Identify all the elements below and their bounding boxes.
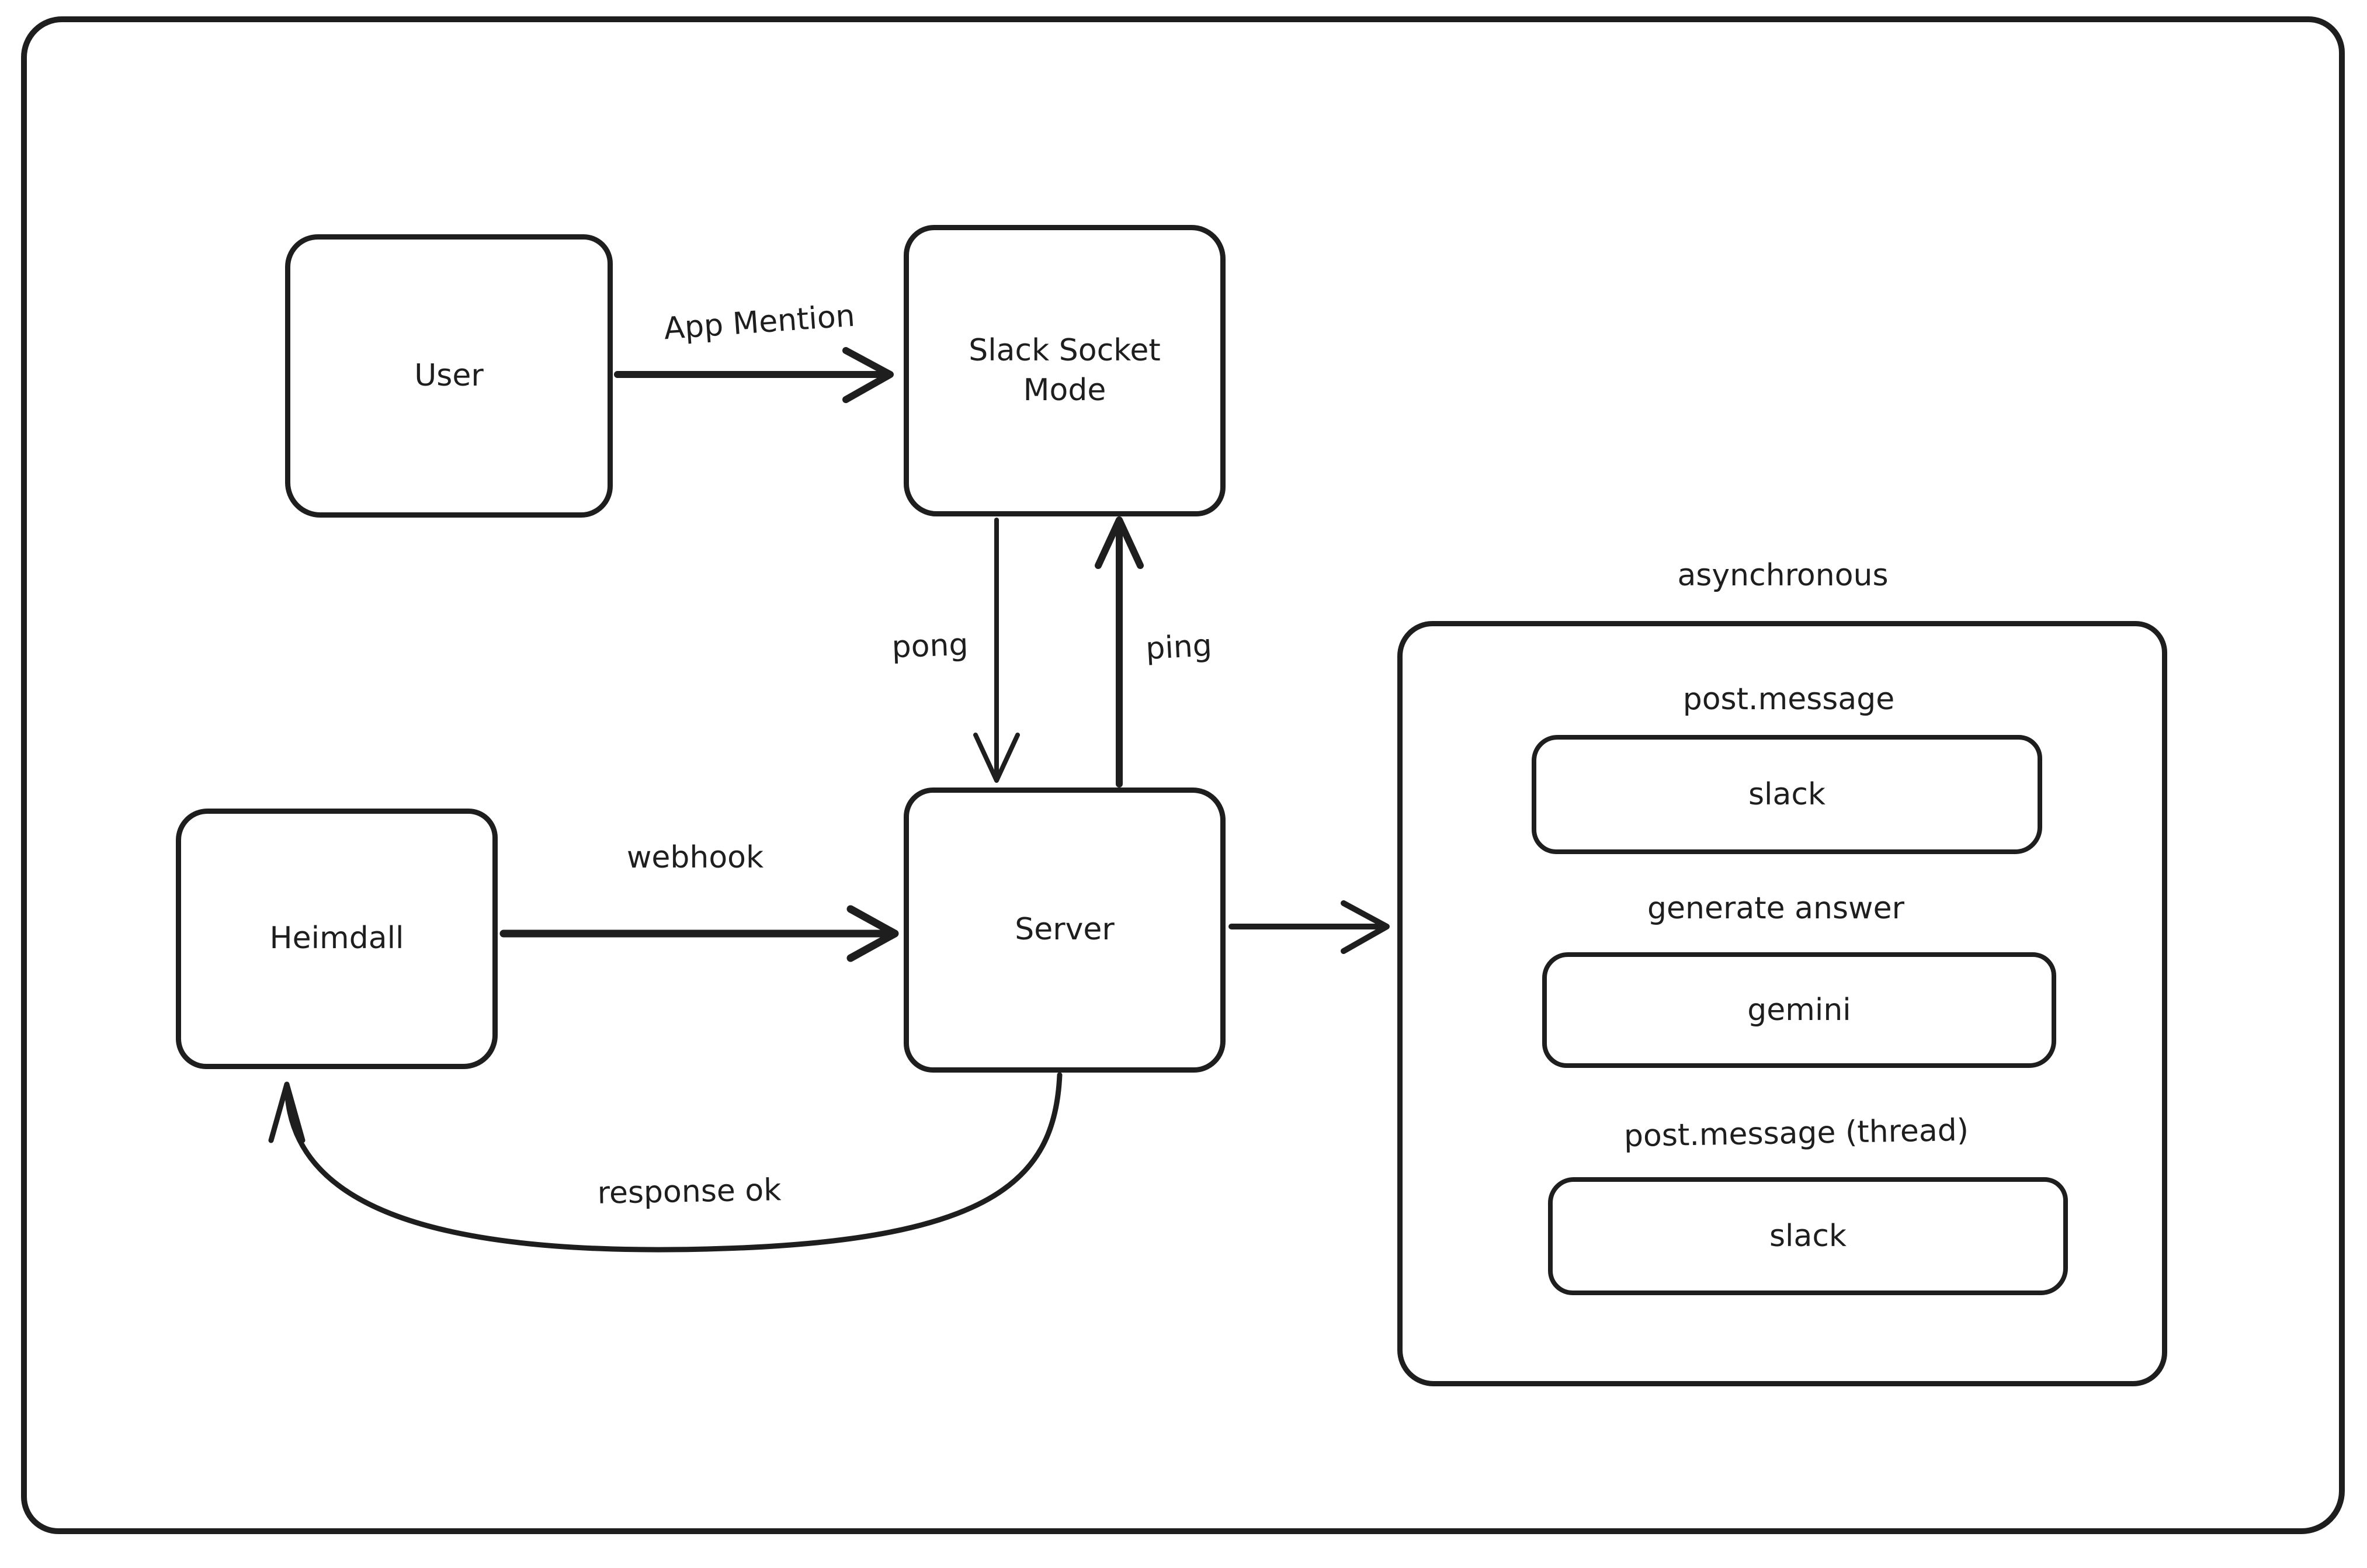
node-server: Server [904,788,1226,1073]
async-step-1-box-label: slack [1748,777,1826,812]
async-step-2-box: gemini [1542,952,2056,1068]
async-step-2-caption: generate answer [1647,891,1904,926]
edge-label-ping: ping [1140,627,1218,667]
arrowhead-app-mention [842,347,894,403]
node-user: User [285,234,613,518]
async-step-1-caption: post.message [1682,682,1895,717]
arrowhead-ping [1095,516,1144,569]
node-server-label: Server [1015,912,1115,948]
async-step-3-box-label: slack [1769,1219,1847,1254]
arrowhead-response-ok [268,1081,306,1143]
edge-response-ok [284,1072,1063,1253]
node-user-label: User [414,358,484,393]
arrowhead-webhook [846,905,899,962]
async-step-3-caption: post.message (thread) [1623,1112,1969,1154]
async-step-3-box: slack [1548,1177,2068,1295]
edge-label-pong: pong [886,627,974,665]
outer-border [21,16,2345,1534]
edge-label-webhook: webhook [622,840,769,875]
arrowhead-to-async [1341,900,1390,954]
async-group-title: asynchronous [1677,558,1889,593]
node-slack-socket-mode-label: Slack Socket Mode [969,332,1161,408]
node-slack-socket-mode: Slack Socket Mode [904,225,1226,516]
async-step-2-box-label: gemini [1747,993,1851,1028]
edge-label-response-ok: response ok [592,1172,786,1211]
node-heimdall-label: Heimdall [269,921,404,956]
arrowhead-pong [973,733,1020,783]
async-step-1-box: slack [1532,735,2042,854]
node-heimdall: Heimdall [176,809,498,1069]
